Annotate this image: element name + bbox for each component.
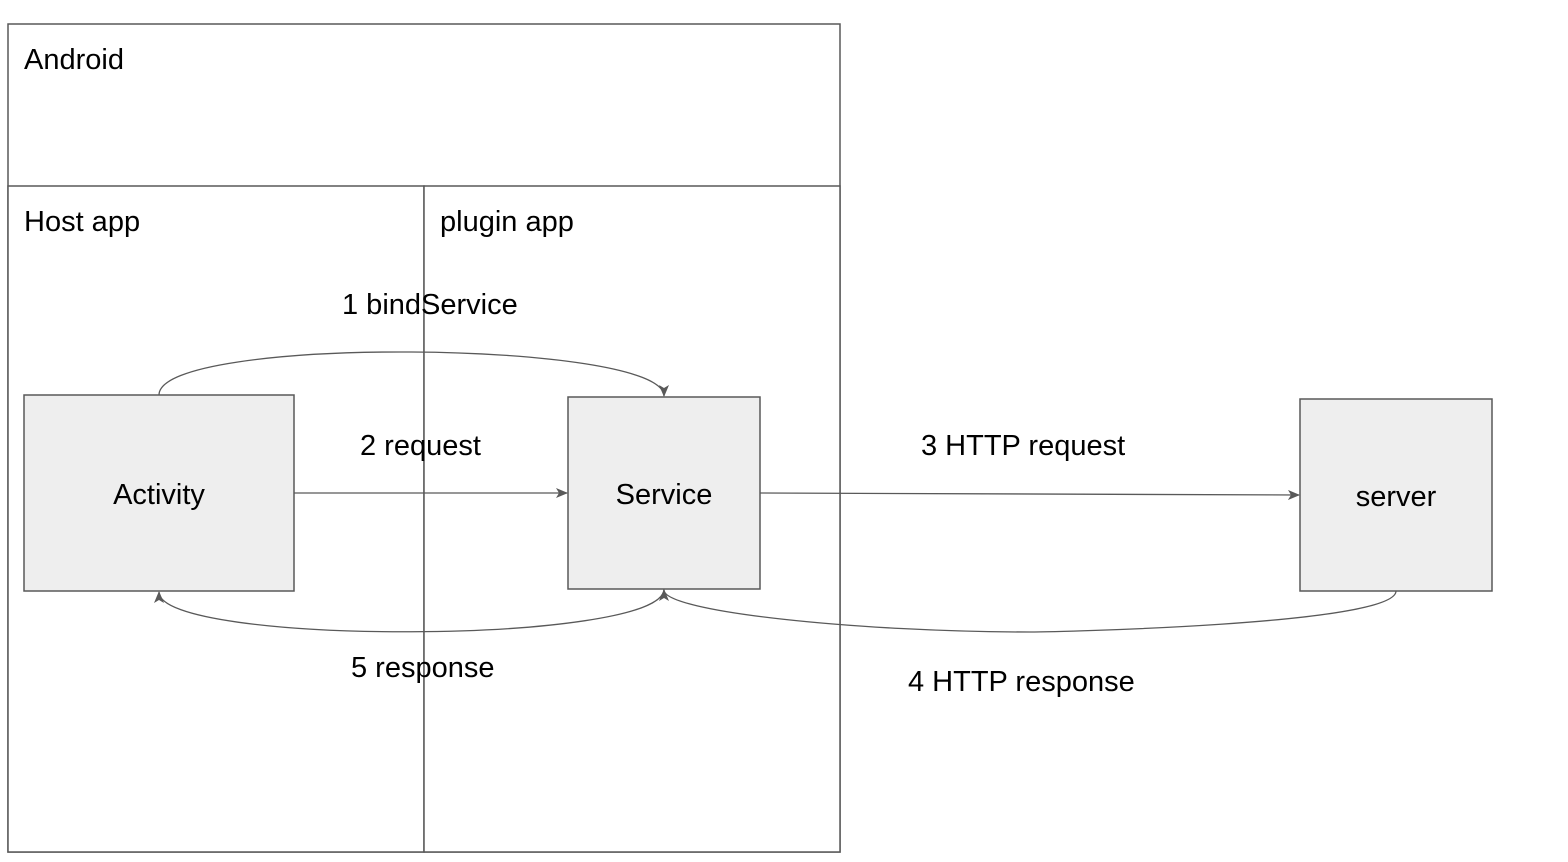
http-response-arrow <box>659 589 1397 633</box>
server-node <box>1299 398 1493 592</box>
plugin-app-label: plugin app <box>440 206 574 238</box>
host-app-label: Host app <box>24 206 140 238</box>
service-node <box>567 396 761 590</box>
activity-label: Activity <box>113 479 205 511</box>
server-label: server <box>1356 481 1437 513</box>
http-request-label: 3 HTTP request <box>921 430 1125 462</box>
http-request-arrow <box>759 489 1300 500</box>
service-label: Service <box>616 479 713 511</box>
http-response-label: 4 HTTP response <box>908 666 1135 698</box>
activity-node <box>23 394 295 592</box>
bind-service-arrow <box>158 351 669 397</box>
response-label: 5 response <box>351 652 495 684</box>
android-label: Android <box>24 44 124 76</box>
request-label: 2 request <box>360 430 481 462</box>
response-arrow <box>154 588 665 633</box>
bind-service-label: 1 bindService <box>342 289 518 321</box>
